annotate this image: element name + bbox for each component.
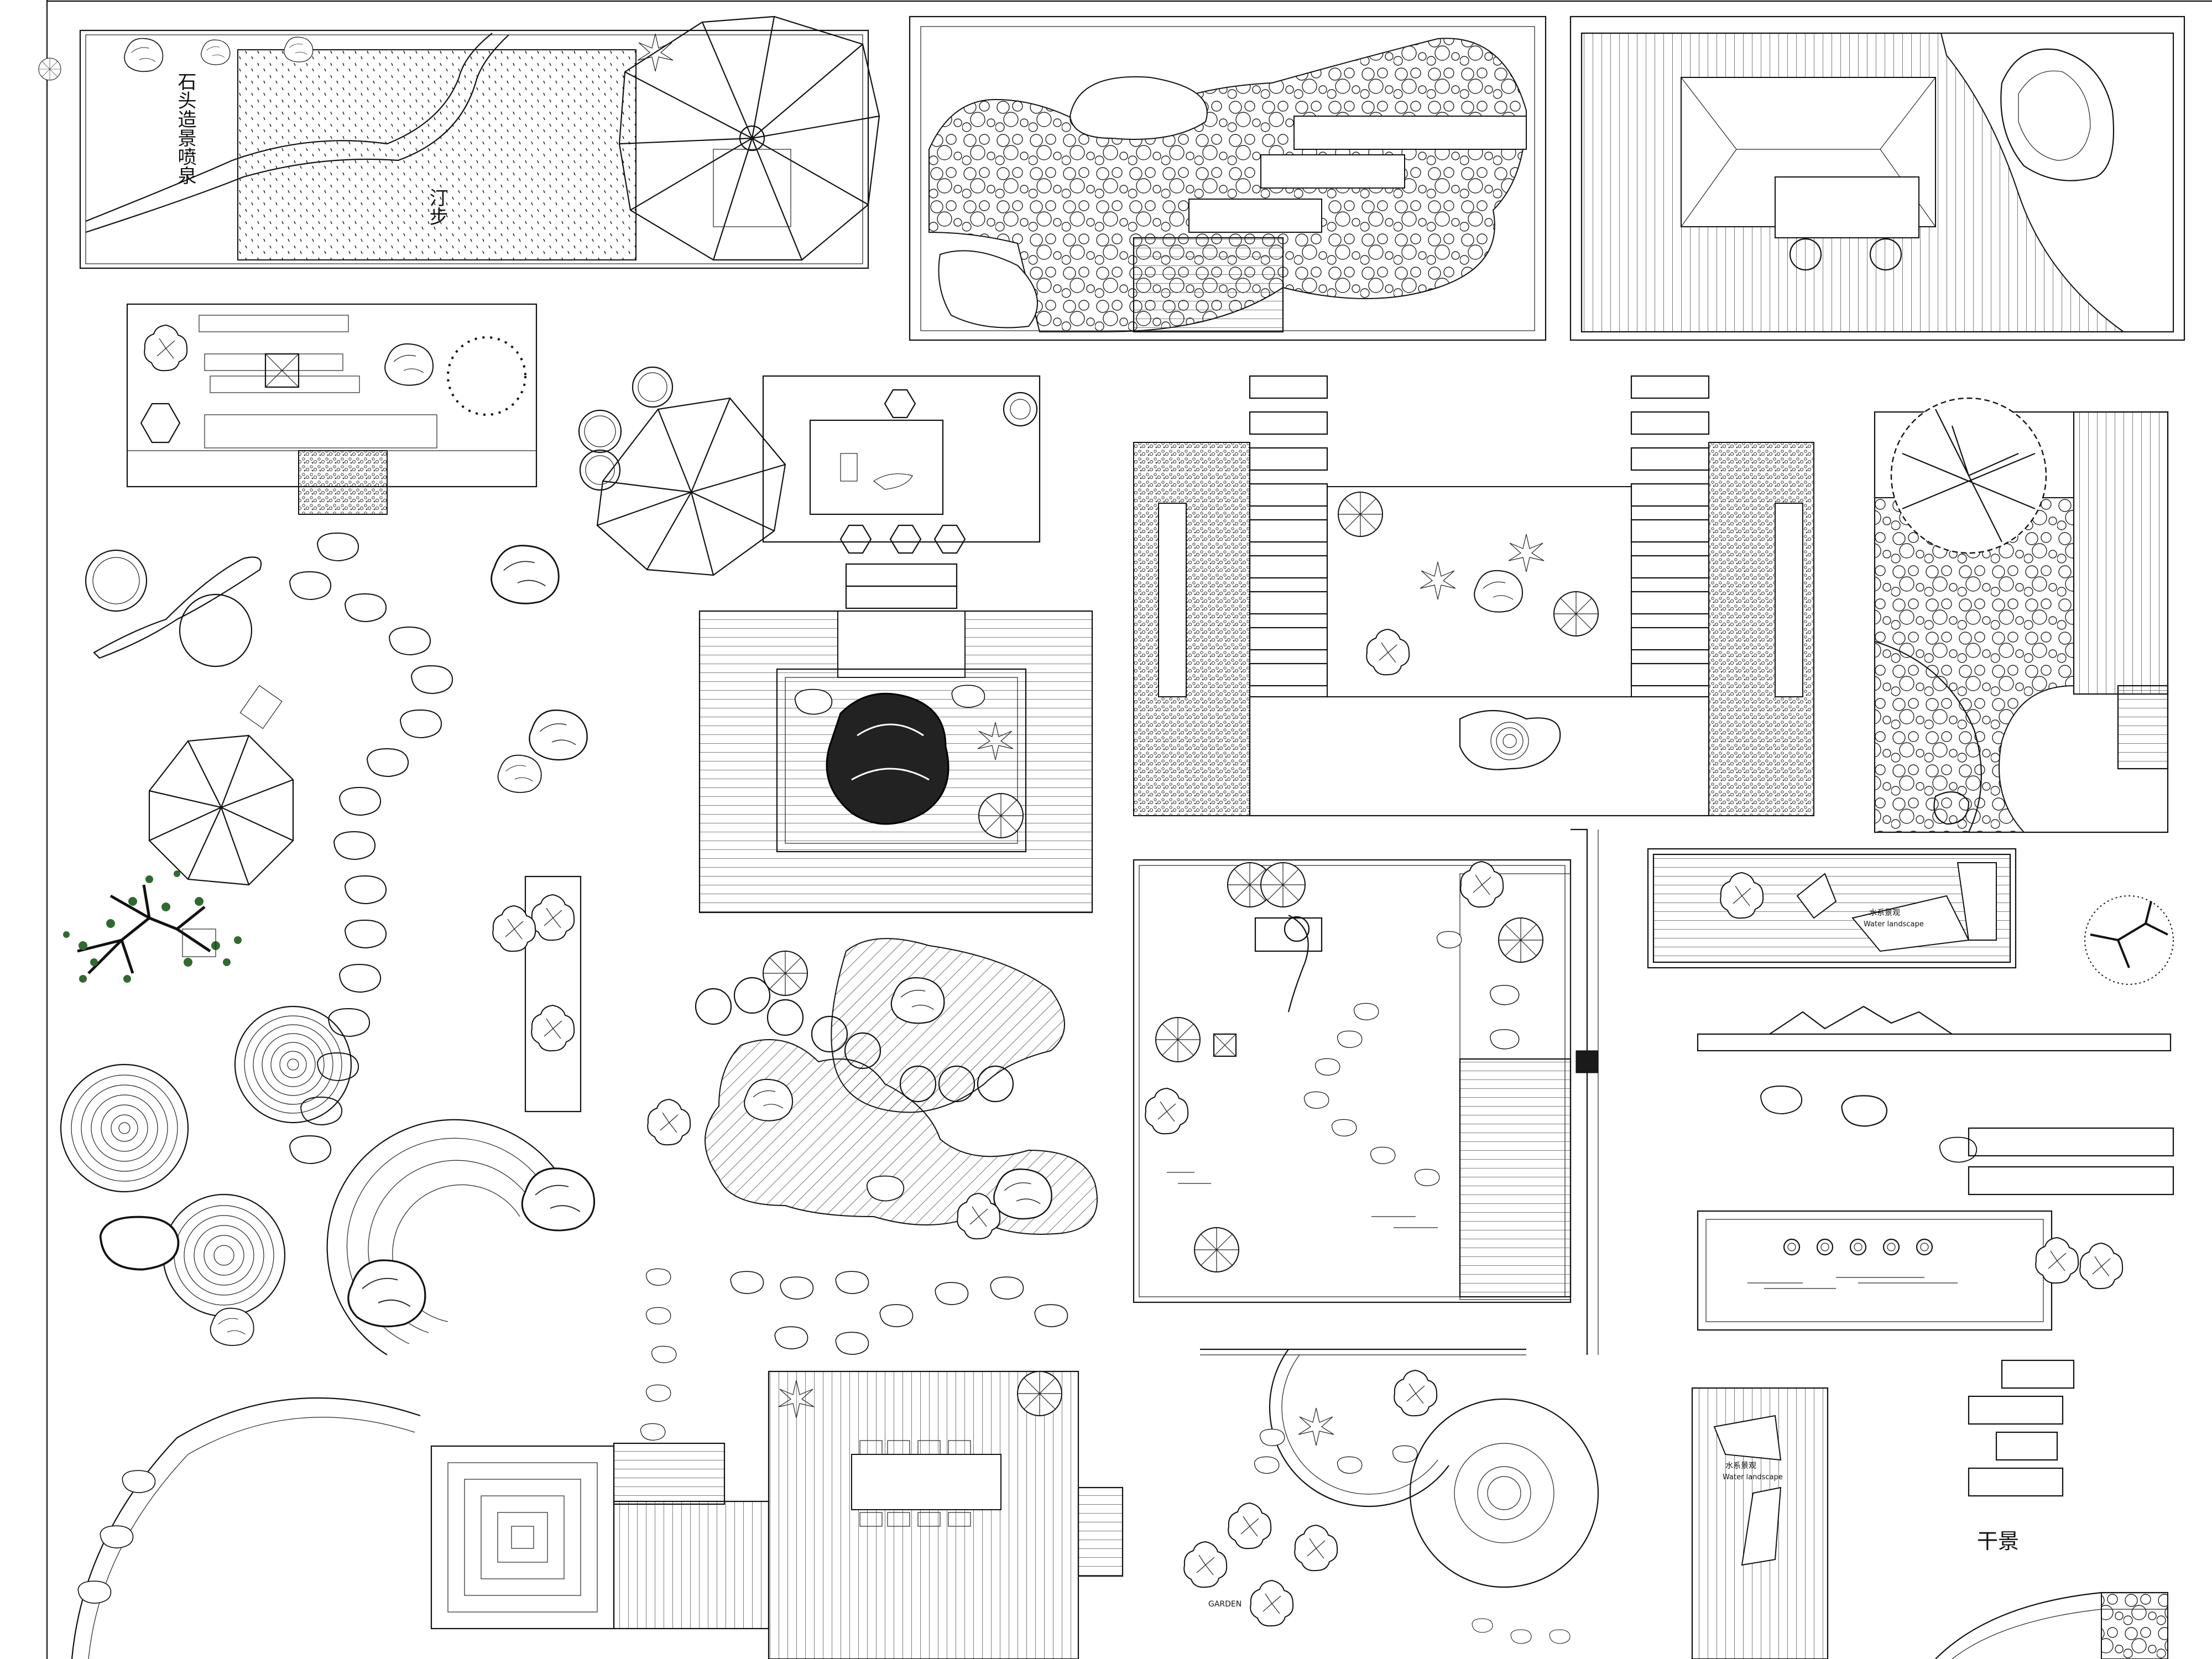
plan-water-garden <box>1133 828 1599 1355</box>
bottom-left-garden-path <box>71 1397 421 1659</box>
plan-symmetric-courtyard <box>1133 375 1814 817</box>
plan-small-patio <box>126 303 538 515</box>
zen-circles-left <box>60 1005 352 1346</box>
plan-corner-garden <box>1874 397 2169 833</box>
stepping-pads-right <box>1630 375 1710 687</box>
water-landscape-en-label-1: Water landscape <box>1864 920 1924 928</box>
dry-landscape-label: 干景 <box>1977 1529 2019 1553</box>
stepping-pads-left <box>1249 375 1328 687</box>
plan-stone-fountain-garden: 石头造景喷泉 汀步 <box>38 15 880 269</box>
vertical-planter-strip <box>492 875 582 1113</box>
plan-deck-pond <box>1569 15 2185 341</box>
water-landscape-en-label-2: Water landscape <box>1723 1473 1783 1481</box>
round-seat-and-table <box>85 549 262 667</box>
plan-deck-platforms <box>430 1370 1124 1659</box>
plan-circular-terrace <box>1200 1348 1599 1588</box>
stone-fountain-label: 石头造景喷泉 <box>174 72 196 185</box>
plan-pebble-courtyard <box>909 15 1547 341</box>
umbrella-symbol <box>596 397 786 576</box>
pine-tree-symbol <box>2084 895 2174 985</box>
green-tree-symbol <box>63 870 242 983</box>
umbrella-symbol-left <box>148 685 294 886</box>
plan-water-landscape-right: 水系景观 Water landscape <box>1647 848 2174 1196</box>
rock-cluster-left <box>491 545 588 793</box>
bottom-tree-cluster: GARDEN <box>1183 1503 1571 1644</box>
water-landscape-cn-label-1: 水系景观 <box>1869 909 1900 917</box>
hatched-pond-feature <box>647 938 1098 1240</box>
octagonal-pavilion-roof <box>618 15 880 261</box>
plan-dry-landscape: 干景 <box>1697 1210 2124 1553</box>
stepping-stones-label: 汀步 <box>426 188 448 226</box>
plan-pavilion-lounge <box>578 366 1041 609</box>
plan-water-landscape-bottom-right: 水系景观 Water landscape <box>1691 1387 2168 1659</box>
stone-ring-feature <box>326 1119 596 1355</box>
stepping-stone-path-left <box>289 533 453 1164</box>
garden-small-label: GARDEN <box>1208 1600 1241 1609</box>
water-landscape-cn-label-2: 水系景观 <box>1725 1462 1756 1470</box>
plan-deck-planter <box>698 610 1093 914</box>
